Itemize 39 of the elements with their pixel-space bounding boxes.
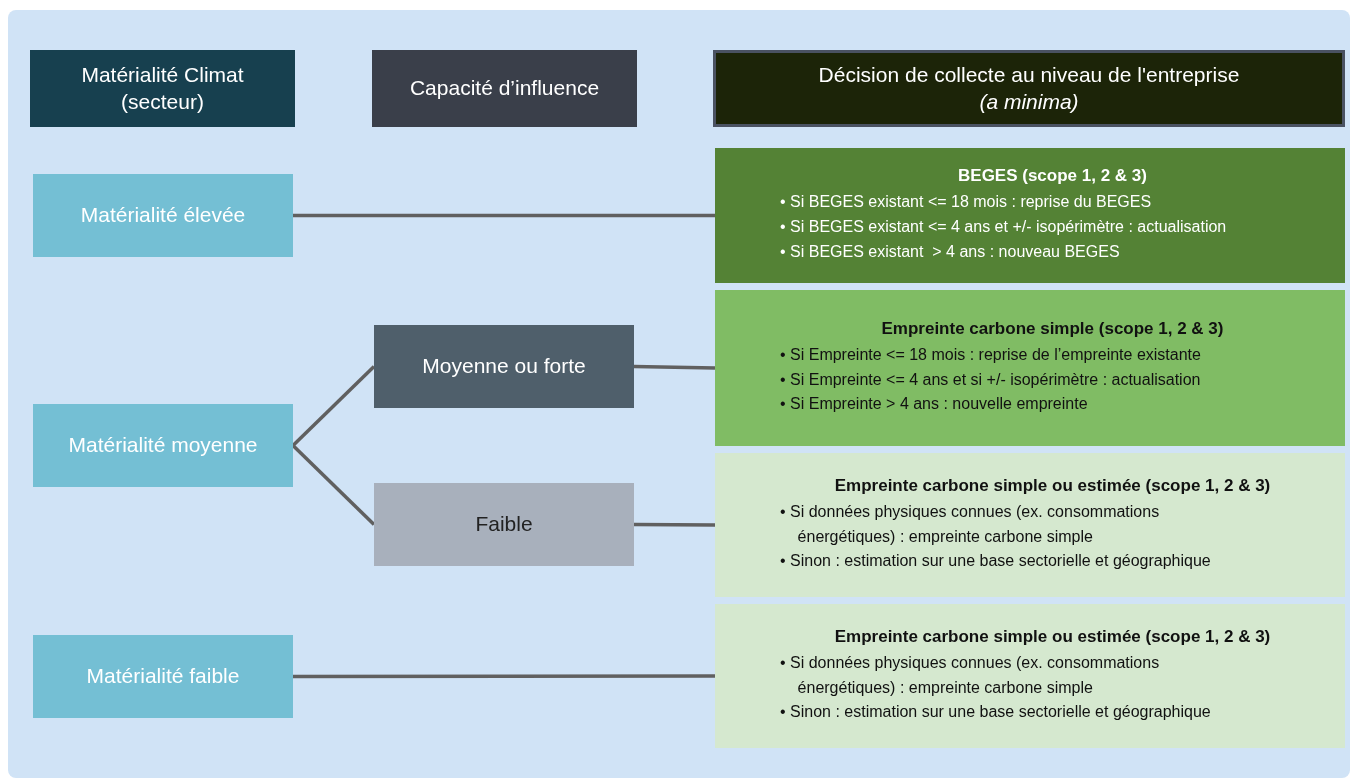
- connector-line: [633, 364, 716, 370]
- column-header: [713, 50, 1345, 127]
- bullet-item: • Si données physiques connues (ex. consommations énergétiques) : empreinte carbone simple: [780, 501, 1161, 547]
- column-header: [30, 50, 295, 127]
- decision-box: [715, 453, 1345, 597]
- box-heading: Empreinte carbone simple ou estimée (scope 1, 2 & 3): [834, 626, 1271, 647]
- box-label: Faible: [474, 511, 534, 538]
- column-header: [372, 50, 637, 127]
- bullet-item: • Si Empreinte <= 4 ans et si +/- isopérimètre : actualisation: [780, 369, 1201, 390]
- connector-line: [634, 522, 715, 527]
- box-label: Décision de collecte au niveau de l'entreprise: [817, 62, 1241, 89]
- bullet-item: • Sinon : estimation sur une base sectorielle et géographique: [780, 702, 1212, 723]
- box-label: Capacité d’influence: [408, 75, 601, 102]
- materiality-box: [33, 635, 293, 718]
- materiality-box: [33, 174, 293, 257]
- influence-box: [374, 325, 634, 408]
- connector-line: [293, 213, 715, 218]
- box-heading: Empreinte carbone simple (scope 1, 2 & 3): [881, 318, 1224, 339]
- box-label: Moyenne ou forte: [421, 353, 587, 380]
- materiality-box: [33, 404, 293, 487]
- box-heading: BEGES (scope 1, 2 & 3): [958, 166, 1147, 187]
- bullet-item: • Si BEGES existant <= 18 mois : reprise du BEGES: [780, 192, 1153, 213]
- bullet-item: • Si données physiques connues (ex. consommations énergétiques) : empreinte carbone simple: [780, 652, 1161, 698]
- connector-line: [293, 674, 715, 679]
- subtitle: (a minima): [978, 88, 1080, 115]
- box-label: Matérialité Climat (secteur): [80, 62, 245, 115]
- bullet-item: • Si Empreinte > 4 ans : nouvelle empreinte: [780, 394, 1089, 415]
- bullet-item: • Si Empreinte <= 18 mois : reprise de l’empreinte existante: [780, 344, 1201, 365]
- influence-box: [374, 483, 634, 566]
- box-label: Matérialité faible: [85, 663, 241, 690]
- box-label: Matérialité moyenne: [67, 432, 259, 459]
- bullet-item: • Si BEGES existant <= 4 ans et +/- isopérimètre : actualisation: [780, 217, 1227, 238]
- box-heading: Empreinte carbone simple ou estimée (scope 1, 2 & 3): [834, 475, 1271, 496]
- decision-box: [715, 604, 1345, 748]
- box-label: Matérialité élevée: [79, 202, 247, 229]
- bullet-item: • Sinon : estimation sur une base sectorielle et géographique: [780, 551, 1212, 572]
- bullet-item: • Si BEGES existant > 4 ans : nouveau BEGES: [780, 241, 1121, 262]
- decision-box: [715, 290, 1345, 446]
- decision-box: [715, 148, 1345, 283]
